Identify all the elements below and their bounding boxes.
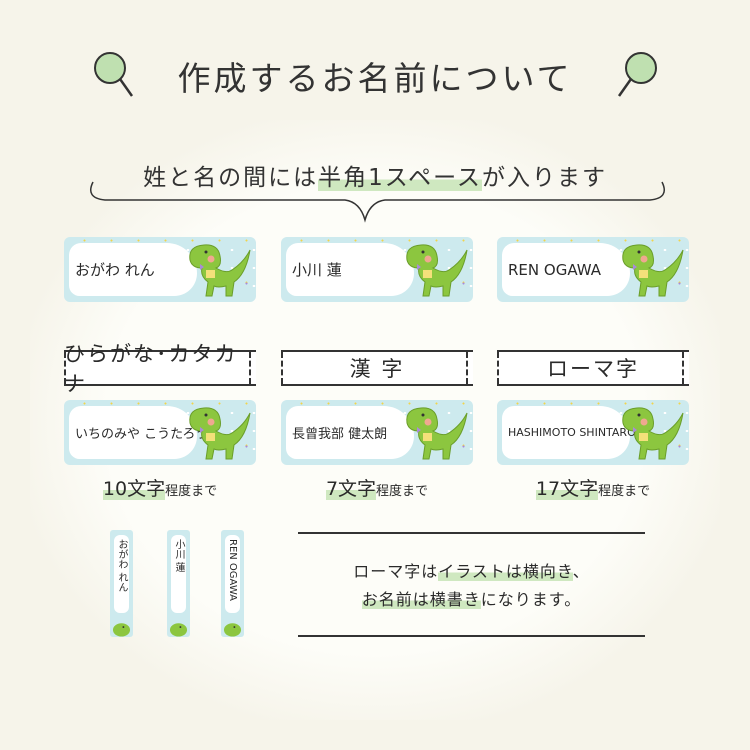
- char-limit-suffix: 程度まで: [165, 484, 218, 499]
- long-name-label-example: 長曾我部 健太朗: [281, 400, 473, 465]
- dinosaur-icon: [622, 244, 684, 297]
- char-limit: 10文字程度まで: [64, 474, 256, 501]
- subtitle: 姓と名の間には半角1スペースが入ります: [0, 158, 750, 192]
- label-name: 長曾我部 健太朗: [286, 406, 414, 459]
- name-label-example: おがわ れん: [64, 237, 256, 302]
- char-limit-number: 10文字: [102, 478, 166, 500]
- note-text: になります。: [480, 590, 582, 609]
- dinosaur-icon: [406, 407, 468, 460]
- dinosaur-icon: [189, 407, 251, 460]
- dinosaur-icon: [223, 623, 242, 637]
- char-limit-suffix: 程度まで: [598, 484, 651, 499]
- vertical-label-name: おがわ れん: [114, 535, 129, 613]
- speech-bracket: [90, 181, 665, 223]
- category-tape: ローマ字: [497, 350, 689, 386]
- subtitle-text: が入ります: [481, 165, 607, 191]
- char-limit: 7文字程度まで: [281, 474, 473, 501]
- label-name: 小川 蓮: [286, 243, 414, 296]
- vertical-label: 小川 蓮: [167, 530, 190, 637]
- page-title: 作成するお名前について: [177, 59, 573, 98]
- magnifier-icon: [617, 52, 657, 97]
- dinosaur-icon: [169, 623, 188, 637]
- divider: [298, 532, 645, 534]
- subtitle-highlight: 半角1スペース: [318, 165, 482, 191]
- char-limit-number: 7文字: [325, 478, 377, 500]
- dinosaur-icon: [112, 623, 131, 637]
- subtitle-text: 姓と名の間には: [143, 165, 319, 191]
- vertical-label-name: 小川 蓮: [171, 535, 186, 613]
- divider: [298, 635, 645, 637]
- name-label-example: 小川 蓮: [281, 237, 473, 302]
- char-limit-number: 17文字: [535, 478, 599, 500]
- note-text: ローマ字は: [353, 562, 439, 581]
- magnifier-icon: [94, 52, 134, 97]
- label-name: いちのみや こうたろう: [69, 406, 208, 459]
- long-name-label-example: いちのみや こうたろう: [64, 400, 256, 465]
- category-tape: ひらがな･カタカナ: [64, 342, 256, 396]
- note-highlight: お名前は横書き: [361, 590, 481, 609]
- note-highlight: イラストは横向き: [438, 562, 573, 581]
- char-limit-suffix: 程度まで: [376, 484, 429, 499]
- label-name: HASHIMOTO SHINTARO: [502, 406, 636, 459]
- char-limit: 17文字程度まで: [497, 474, 689, 501]
- label-name: おがわ れん: [69, 243, 197, 296]
- vertical-label: おがわ れん: [110, 530, 133, 637]
- long-name-label-example: HASHIMOTO SHINTARO: [497, 400, 689, 465]
- note-text: 、: [572, 562, 590, 581]
- name-label-example: REN OGAWA: [497, 237, 689, 302]
- label-name: REN OGAWA: [502, 243, 630, 296]
- note-line-1: ローマ字はイラストは横向き、: [298, 558, 645, 586]
- vertical-label-name: REN OGAWA: [225, 535, 240, 613]
- dinosaur-icon: [189, 244, 251, 297]
- note-line-2: お名前は横書きになります。: [298, 586, 645, 614]
- dinosaur-icon: [406, 244, 468, 297]
- dinosaur-icon: [622, 407, 684, 460]
- category-tape: 漢 字: [281, 350, 473, 386]
- vertical-label: REN OGAWA: [221, 530, 244, 637]
